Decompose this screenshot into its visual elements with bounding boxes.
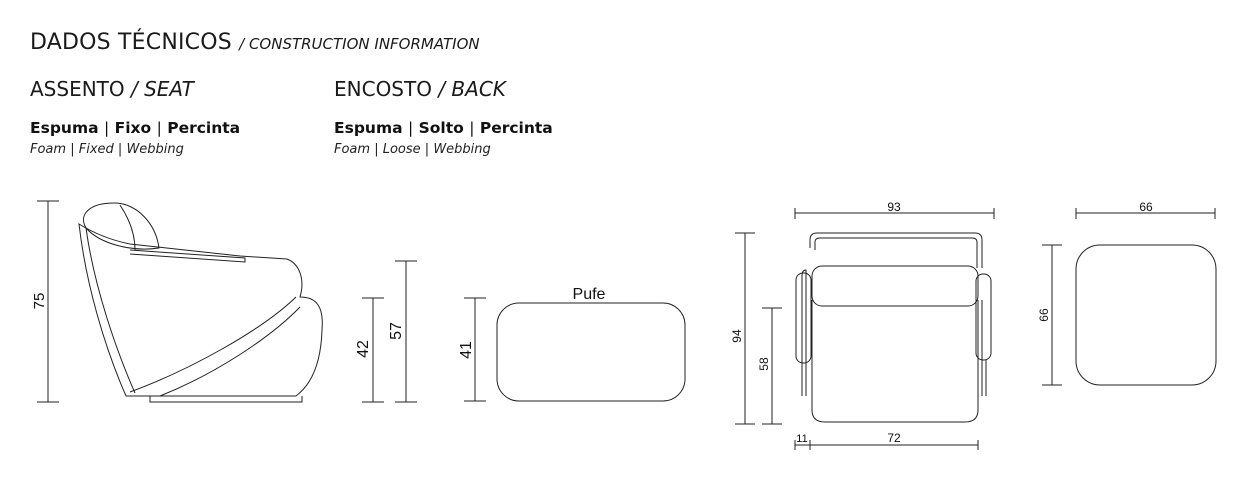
back-title: ENCOSTO [334,77,432,101]
seat-material-webbing: Percinta [167,119,241,137]
separator: | [469,119,475,137]
back-title-en: / BACK [438,77,506,101]
dim-label-arm-width: 11 [796,433,807,445]
back-material-webbing-en: Webbing [433,142,491,157]
dim-label-seat-depth: 58 [757,357,771,371]
dim-label-pouf-depth: 66 [1037,308,1051,322]
seat-materials-pt: Espuma | Fixo | Percinta [30,119,240,137]
dim-label-seat-height: 42 [355,340,372,358]
dim-label-depth: 94 [730,329,744,343]
back-material-foam-en: Foam [334,142,371,157]
seat-heading: ASSENTO / SEAT [30,77,194,101]
back-heading: ENCOSTO / BACK [334,77,506,101]
back-material-loose-en: Loose [382,142,421,157]
dim-label-inner-width: 72 [887,431,901,445]
separator: | [374,142,379,157]
title-en: / CONSTRUCTION INFORMATION [239,35,480,53]
seat-material-fixed: Fixo [114,119,152,137]
separator: | [424,142,430,157]
dim-line-seat-height [362,297,384,403]
seat-material-webbing-en: Webbing [126,142,184,157]
dim-label-arm-height: 57 [388,322,405,340]
dim-label-height: 75 [31,293,48,310]
dim-line-bottom [794,440,979,450]
pouf-label: Pufe [573,286,606,303]
armchair-side-view [78,202,323,403]
back-materials-pt: Espuma | Solto | Percinta [334,119,553,137]
dim-line-pouf-depth [1042,244,1062,386]
dim-line-seat-depth [762,307,782,425]
dim-label-pouf-width: 66 [1139,200,1153,214]
seat-material-fixed-en: Fixed [78,142,114,157]
back-material-loose: Solto [418,119,464,137]
dim-line-width [794,208,995,219]
back-material-webbing: Percinta [479,119,553,137]
separator: | [407,119,414,137]
back-materials-en: Foam | Loose | Webbing [334,142,491,157]
page-title: DADOS TÉCNICOS / CONSTRUCTION INFORMATIO… [30,30,480,55]
dim-line-depth [735,232,755,425]
separator: | [103,119,110,137]
pouf-side-view [496,302,686,402]
dim-line-height [37,200,59,403]
separator: | [70,142,75,157]
dim-line-pouf-height [464,297,486,402]
seat-title: ASSENTO [30,77,125,101]
title-pt: DADOS TÉCNICOS [30,30,232,55]
dim-label-width: 93 [887,200,901,214]
back-material-foam: Espuma [334,119,403,137]
dim-label-pouf-height: 41 [458,341,475,359]
seat-title-en: / SEAT [131,77,194,101]
armchair-top-view [795,232,992,423]
separator: | [117,142,123,157]
seat-material-foam: Espuma [30,119,99,137]
dim-line-arm-height [395,260,417,403]
seat-material-foam-en: Foam [30,142,67,157]
dim-line-pouf-width [1075,208,1216,219]
separator: | [156,119,162,137]
seat-materials-en: Foam | Fixed | Webbing [30,142,184,157]
pouf-top-view [1075,244,1217,386]
